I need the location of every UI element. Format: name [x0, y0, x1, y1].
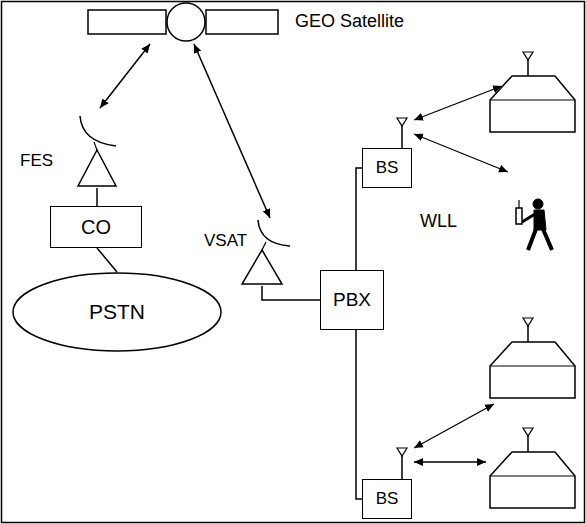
process-box: CO	[50, 206, 142, 248]
connector	[97, 248, 117, 272]
base-station-box: BS	[362, 148, 412, 188]
vsat-terminal: VSAT	[200, 218, 292, 286]
radio-link	[414, 86, 508, 462]
connector	[194, 44, 270, 218]
node-label: FES	[20, 152, 53, 171]
house	[490, 52, 575, 132]
house	[490, 428, 575, 508]
connector	[262, 286, 320, 300]
house	[490, 318, 575, 398]
node-label: GEO Satellite	[295, 12, 404, 32]
node-label: BS	[376, 159, 399, 178]
connector	[356, 330, 362, 499]
node-label: VSAT	[204, 232, 247, 251]
process-box: PBX	[320, 270, 384, 330]
network-ellipse: PSTN	[12, 272, 222, 352]
node-label: CO	[81, 216, 111, 238]
node-label: PSTN	[89, 300, 145, 323]
node-label: PBX	[333, 290, 371, 311]
satellite: GEO Satellite	[88, 2, 448, 44]
connector	[100, 44, 150, 108]
earth-station: FES	[18, 108, 126, 188]
base-station-box: BS	[362, 479, 412, 519]
region-label: WLL	[420, 212, 457, 232]
vsat-terminal-outline	[200, 218, 292, 286]
connector	[96, 188, 98, 206]
node-label: BS	[376, 490, 399, 509]
earth-station-outline	[18, 108, 126, 188]
mobile-user	[516, 199, 552, 250]
